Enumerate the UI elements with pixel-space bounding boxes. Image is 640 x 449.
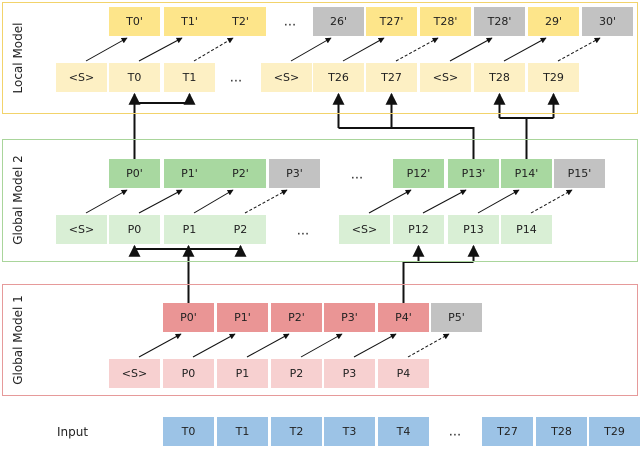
global1-output-token: P5' — [431, 303, 482, 332]
input-token: T27 — [482, 417, 533, 446]
local-diagonal-arrow — [342, 37, 385, 62]
global2-diagonal-arrow — [368, 189, 412, 214]
global1-output-token: P3' — [324, 303, 375, 332]
global2-output-token: P14' — [501, 159, 552, 188]
global2-diagonal-arrow — [138, 189, 183, 214]
global2-output-token: P13' — [448, 159, 499, 188]
global1-diagonal-arrow — [246, 333, 290, 358]
global1-output-token: P0' — [163, 303, 214, 332]
global2-output-token: P1' — [164, 159, 215, 188]
local-model-panel — [2, 2, 638, 114]
input-token: T1 — [217, 417, 268, 446]
global2-output-token: P12' — [393, 159, 444, 188]
global-model-1-title: Global Model 1 — [11, 295, 25, 385]
global2-diagonal-arrow — [193, 189, 234, 214]
local-diagonal-arrow — [193, 37, 234, 62]
input-token: T29 — [589, 417, 640, 446]
local-input-token: <S> — [261, 63, 312, 92]
local-diagonal-arrow — [449, 37, 493, 62]
local-input-token: T29 — [528, 63, 579, 92]
local-output-token: T1' — [164, 7, 215, 36]
local-input-ellipsis: ... — [229, 70, 243, 86]
global1-diagonal-arrow — [138, 333, 182, 358]
global2-input-token: <S> — [339, 215, 390, 244]
input-token: T28 — [536, 417, 587, 446]
global1-diagonal-arrow — [192, 333, 236, 358]
global1-diagonal-arrow — [353, 333, 397, 358]
local-diagonal-arrow — [290, 37, 332, 62]
global2-diagonal-arrow — [85, 189, 128, 214]
local-input-token: T26 — [313, 63, 364, 92]
global1-diagonal-arrow — [407, 333, 450, 358]
global2-output-token: P2' — [215, 159, 266, 188]
local-output-token: 26' — [313, 7, 364, 36]
global2-input-token: P2 — [215, 215, 266, 244]
local-diagonal-arrow — [557, 37, 601, 62]
global2-input-token: <S> — [56, 215, 107, 244]
local-output-token: 30' — [582, 7, 633, 36]
local-input-token: <S> — [56, 63, 107, 92]
global1-input-token: P2 — [271, 359, 322, 388]
global2-input-token: P1 — [164, 215, 215, 244]
global2-input-token: P12 — [393, 215, 444, 244]
global1-output-token: P4' — [378, 303, 429, 332]
global2-diagonal-arrow — [530, 189, 573, 214]
input-token: T4 — [378, 417, 429, 446]
local-output-token: T28' — [420, 7, 471, 36]
local-input-token: T1 — [164, 63, 215, 92]
global2-output-token: P3' — [269, 159, 320, 188]
local-model-title: Local Model — [11, 22, 25, 94]
local-diagonal-arrow — [138, 37, 183, 62]
global1-input-token: <S> — [109, 359, 160, 388]
global1-input-token: P1 — [217, 359, 268, 388]
local-output-token: T2' — [215, 7, 266, 36]
global-model-2-title: Global Model 2 — [11, 155, 25, 245]
local-output-token: T0' — [109, 7, 160, 36]
local-diagonal-arrow — [395, 37, 439, 62]
local-input-token: T0 — [109, 63, 160, 92]
local-input-token: T27 — [366, 63, 417, 92]
input-token: T0 — [163, 417, 214, 446]
global2-input-token: P14 — [501, 215, 552, 244]
global1-input-token: P3 — [324, 359, 375, 388]
local-output-token: T28' — [474, 7, 525, 36]
global1-output-token: P2' — [271, 303, 322, 332]
global2-output-token: P15' — [554, 159, 605, 188]
local-input-token: <S> — [420, 63, 471, 92]
global1-output-token: P1' — [217, 303, 268, 332]
global2-diagonal-arrow — [422, 189, 467, 214]
input-token: T3 — [324, 417, 375, 446]
global1-input-token: P0 — [163, 359, 214, 388]
local-input-token: T28 — [474, 63, 525, 92]
global-model-1-panel — [2, 284, 638, 396]
global2-input-token: P13 — [448, 215, 499, 244]
input-token: T2 — [271, 417, 322, 446]
input-label: Input — [57, 425, 89, 439]
input-ellipsis: ... — [448, 424, 462, 440]
g2-p13-stem — [338, 127, 475, 159]
local-output-token: 29' — [528, 7, 579, 36]
global-model-2-panel — [2, 139, 638, 262]
global2-input-ellipsis: ... — [296, 223, 310, 239]
local-diagonal-arrow — [85, 37, 128, 62]
local-output-ellipsis: ... — [283, 14, 297, 30]
global2-diagonal-arrow — [244, 189, 288, 214]
global2-diagonal-arrow — [477, 189, 520, 214]
global1-input-token: P4 — [378, 359, 429, 388]
local-diagonal-arrow — [503, 37, 547, 62]
global1-diagonal-arrow — [300, 333, 343, 358]
global2-output-token: P0' — [109, 159, 160, 188]
global2-output-ellipsis: ... — [350, 167, 364, 183]
local-output-token: T27' — [366, 7, 417, 36]
global2-input-token: P0 — [109, 215, 160, 244]
